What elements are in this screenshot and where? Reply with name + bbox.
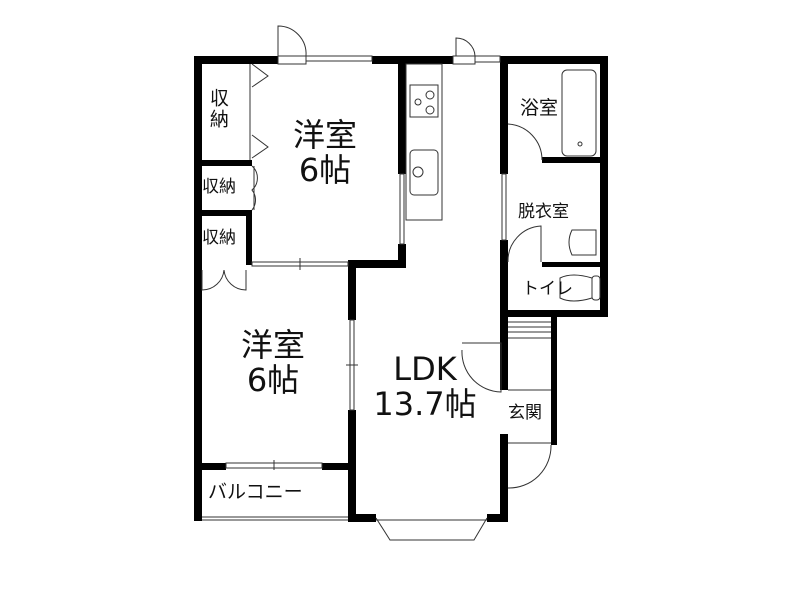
wall	[194, 56, 202, 521]
door-swing	[455, 37, 476, 57]
room-size: 6帖	[246, 361, 300, 400]
door-swing	[277, 25, 307, 57]
wall	[398, 56, 453, 64]
room-name: LDK	[393, 350, 457, 388]
stove	[409, 84, 439, 118]
room-name: 洋室	[240, 326, 305, 364]
wall	[348, 514, 376, 522]
wall	[348, 260, 356, 320]
wall	[246, 210, 252, 265]
room-size: 6帖	[298, 151, 352, 190]
room-size: 13.7帖	[373, 385, 477, 424]
wall	[398, 56, 406, 174]
wall	[194, 210, 252, 216]
wall	[372, 56, 404, 64]
room-label-toilet: トイレ	[522, 279, 573, 299]
room-label-balcony: バルコニー	[208, 481, 303, 503]
wall	[500, 310, 608, 317]
room-label-storage-1: 収納	[206, 88, 229, 130]
room-label-western-1: 洋室 6帖	[270, 116, 380, 190]
room-label-storage-3: 収納	[202, 228, 236, 248]
room-label-western-2: 洋室 6帖	[218, 326, 328, 400]
room-label-ldk: LDK 13.7帖	[360, 350, 490, 424]
wall	[551, 317, 557, 445]
room-label-entrance: 玄関	[508, 403, 542, 423]
wall	[500, 56, 608, 64]
wall	[542, 157, 608, 163]
room-name: 洋室	[292, 116, 357, 154]
wall	[500, 434, 508, 522]
sink	[409, 149, 439, 196]
room-label-bathroom: 浴室	[520, 97, 559, 119]
wall	[398, 244, 406, 266]
wall	[194, 56, 278, 64]
wall	[542, 262, 608, 267]
wall	[194, 160, 252, 166]
room-label-storage-2: 収納	[202, 177, 236, 197]
wall	[194, 463, 226, 470]
wall	[322, 463, 354, 470]
wall	[348, 260, 406, 268]
room-label-dressing: 脱衣室	[518, 202, 569, 222]
wall	[600, 56, 608, 316]
wall	[487, 514, 507, 522]
wall	[500, 56, 508, 174]
